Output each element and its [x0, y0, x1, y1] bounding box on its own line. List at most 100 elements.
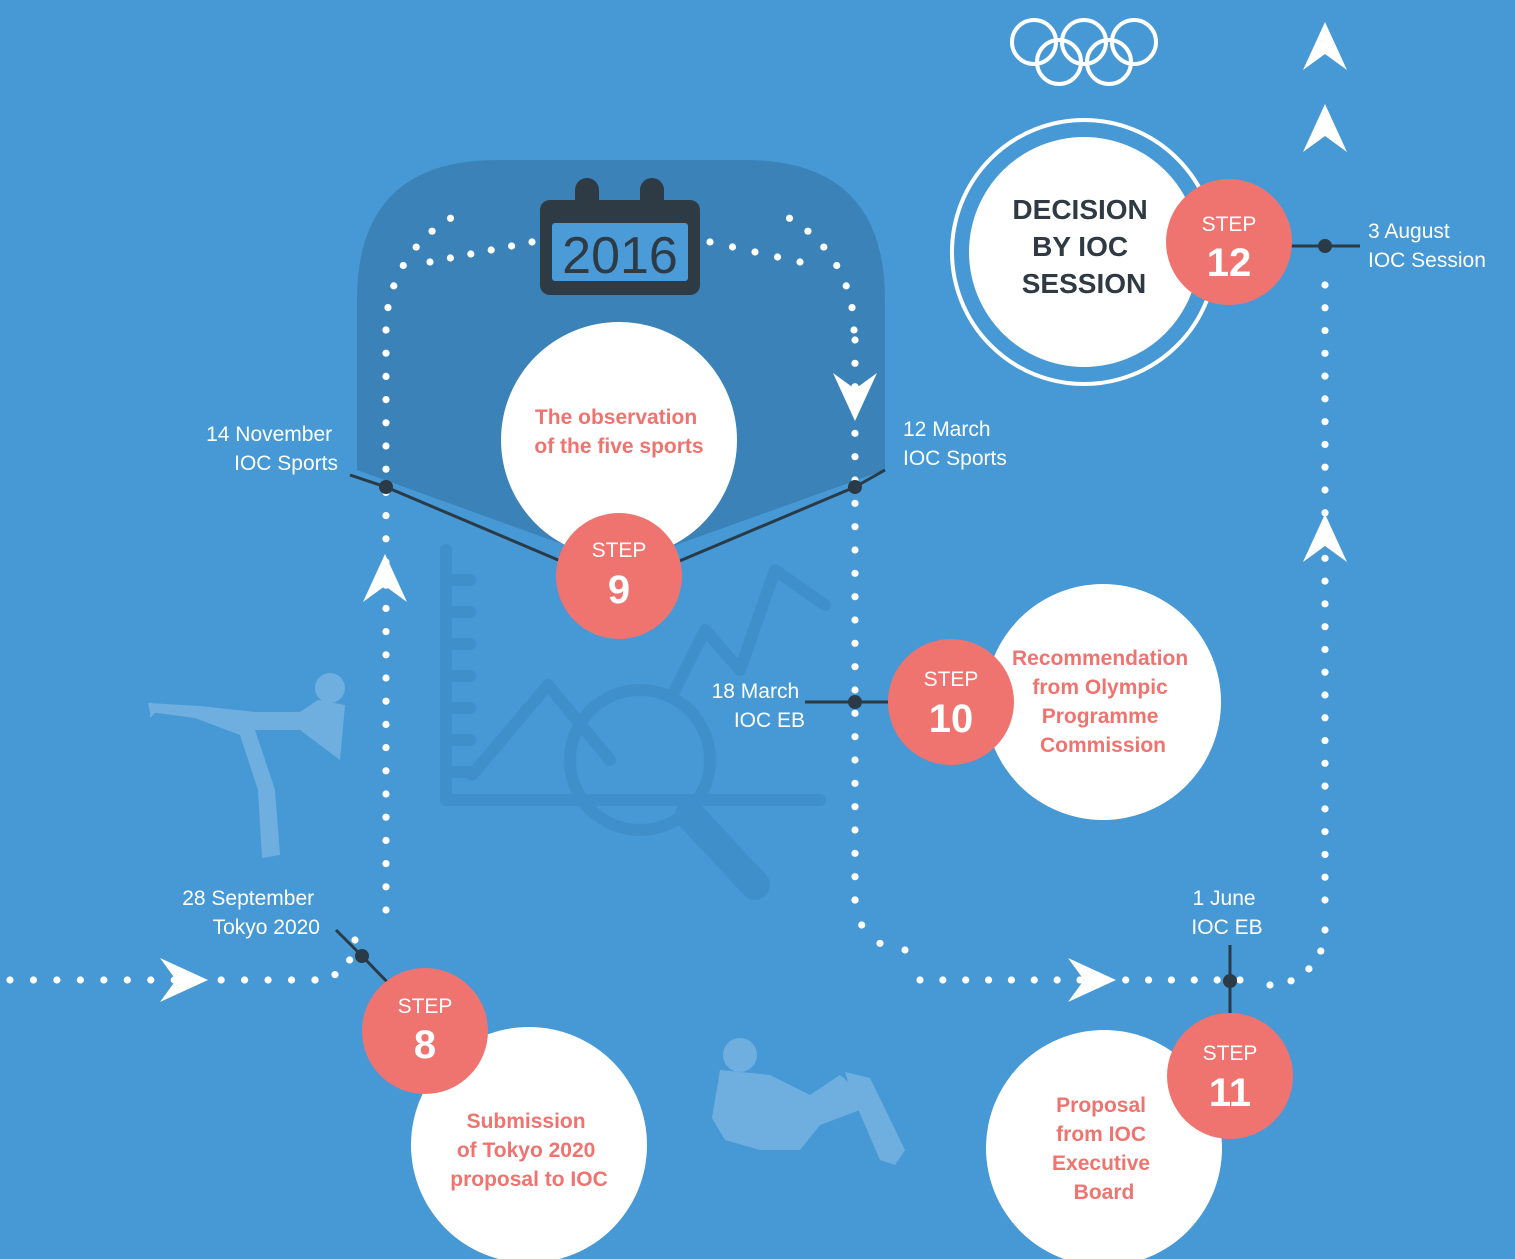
arrow-icon: [1303, 514, 1347, 562]
step10-date-line: 18 March: [712, 680, 800, 703]
arrow-icon: [1068, 958, 1116, 1002]
connector-line: [385, 485, 571, 567]
path-dot: [851, 663, 859, 671]
path-dot: [382, 836, 390, 845]
step12-label: STEP: [1202, 213, 1257, 236]
path-dot: [100, 976, 108, 984]
step10-desc-line: Commission: [1040, 734, 1166, 757]
path-dot: [382, 535, 390, 543]
path-dot: [706, 238, 714, 246]
step11-date-line: 1 June: [1193, 887, 1256, 910]
path-dot: [426, 258, 434, 266]
svg-text:14 November IOC Sports: 14 November IOC Sports: [206, 423, 338, 475]
path-dot: [1076, 976, 1084, 984]
path-dot: [1007, 976, 1016, 984]
path-dot: [851, 499, 859, 507]
arrow-icon: [363, 554, 407, 602]
step12-date-line: IOC Session: [1368, 249, 1486, 272]
step-11: Proposal from IOC Executive Board STEP 1…: [986, 1013, 1293, 1259]
path-dot: [1321, 440, 1329, 449]
path-dot: [851, 779, 859, 787]
arrow-icon: [160, 958, 208, 1002]
path-dot: [851, 336, 859, 344]
path-dot: [217, 976, 225, 984]
path-dot: [1321, 828, 1329, 836]
path-dot: [1321, 372, 1329, 380]
path-dot: [851, 849, 859, 857]
step9-date-left-line: IOC Sports: [234, 452, 338, 475]
path-dot: [382, 906, 390, 914]
path-dot: [382, 744, 390, 752]
step-9: The observation of the five sports STEP …: [501, 322, 737, 639]
path-dot: [916, 976, 924, 984]
path-dot: [384, 303, 392, 312]
olympic-rings-icon: [1010, 18, 1158, 86]
step11-desc-line: Board: [1074, 1181, 1135, 1204]
karate-silhouette-icon: [148, 673, 345, 858]
step9-date-right-line: 12 March: [903, 418, 991, 441]
path-dot: [382, 326, 390, 334]
path-dot: [528, 238, 536, 246]
arrow-icon: [1303, 104, 1347, 152]
path-dot: [382, 860, 390, 868]
path-dot: [1321, 486, 1329, 494]
path-dot: [1321, 759, 1329, 767]
path-dot: [1321, 395, 1329, 403]
path-dot: [851, 359, 859, 367]
path-dot: [851, 546, 859, 554]
path-dot: [382, 790, 390, 798]
path-dot: [147, 976, 155, 984]
path-dot: [76, 976, 84, 984]
step9-desc-line: The observation: [535, 406, 697, 429]
step12-desc-line: BY IOC: [1032, 231, 1128, 262]
path-dot: [382, 651, 390, 659]
path-dot: [1321, 463, 1329, 471]
path-dot: [1321, 281, 1329, 289]
path-dot: [851, 429, 859, 437]
path-dot: [851, 593, 859, 601]
path-dot: [1144, 976, 1153, 984]
step12-badge: [1166, 179, 1292, 305]
path-dot: [851, 686, 859, 694]
step-8: Submission of Tokyo 2020 proposal to IOC…: [362, 968, 647, 1259]
calendar-icon: 2016: [540, 178, 700, 295]
svg-text:The observation of the f: The observation of the five sports: [534, 406, 703, 458]
path-dot: [1321, 554, 1329, 562]
calendar-year: 2016: [562, 227, 678, 285]
path-dot: [1266, 981, 1274, 989]
svg-text:18 March IOC EB: 18 March IOC EB: [712, 680, 805, 732]
step9-label: STEP: [592, 539, 647, 562]
step8-date-line: 28 September: [182, 887, 314, 910]
path-dot: [1190, 976, 1198, 984]
step10-number: 10: [929, 697, 974, 741]
svg-text:Recommendation from Olym: Recommendation from Olympic Programme Co…: [1012, 647, 1194, 757]
path-dot: [331, 971, 339, 979]
step8-number: 8: [414, 1023, 436, 1067]
path-dot: [804, 227, 812, 235]
step10-label: STEP: [924, 668, 979, 691]
step9-desc-line: of the five sports: [534, 435, 703, 458]
path-dot: [728, 243, 737, 251]
step11-date-line: IOC EB: [1191, 916, 1262, 939]
arrow-icon: [833, 373, 877, 421]
path-dot: [382, 419, 390, 427]
path-dot: [820, 243, 828, 251]
step11-badge: [1167, 1013, 1293, 1139]
path-dot: [851, 826, 859, 834]
path-dot: [382, 813, 390, 821]
timeline-node: [355, 949, 369, 963]
path-dot: [1321, 896, 1329, 904]
svg-text:Proposal from IOC: Proposal from IOC Executive Board: [1052, 1094, 1156, 1204]
path-dot: [851, 569, 859, 577]
step10-badge: [888, 639, 1014, 765]
svg-text:12 March IOC Sports: 12 March IOC Sports: [903, 418, 1007, 470]
step8-desc-line: proposal to IOC: [450, 1168, 608, 1191]
path-dot: [1122, 976, 1130, 984]
path-dot: [876, 939, 884, 947]
step11-desc-line: Proposal: [1056, 1094, 1146, 1117]
path-dot: [351, 936, 359, 944]
path-dot: [508, 242, 516, 250]
step10-desc-line: Recommendation: [1012, 647, 1188, 670]
path-dot: [851, 616, 859, 624]
path-dot: [382, 674, 390, 682]
